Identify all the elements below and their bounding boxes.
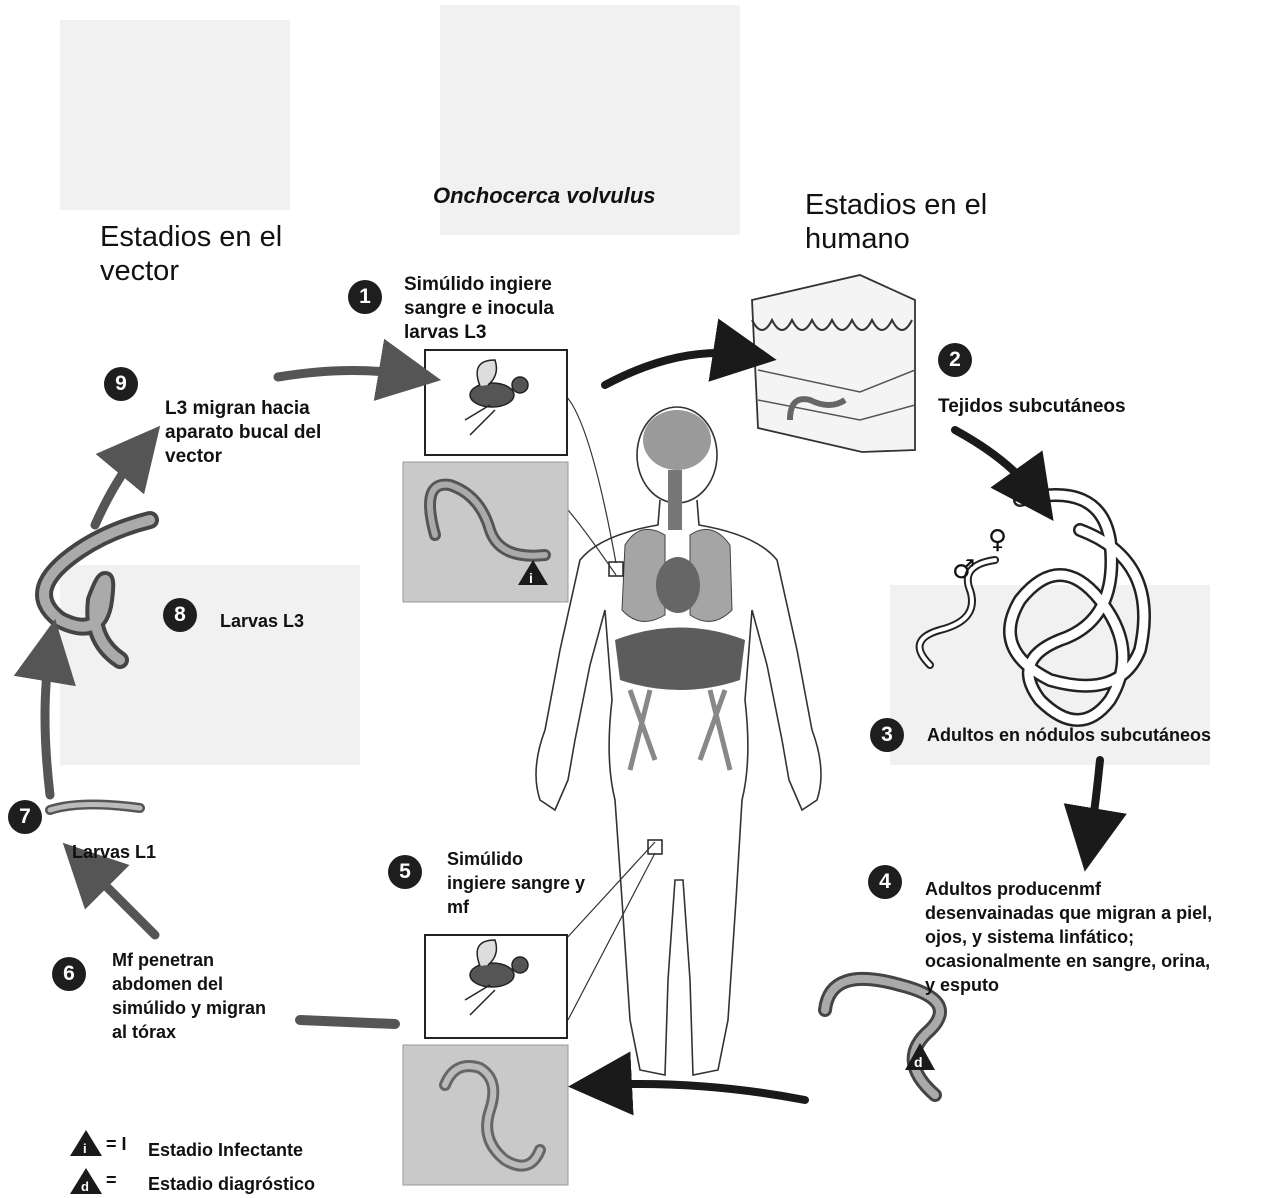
male-symbol: ♂ [952, 555, 975, 585]
stage-3-number: 3 [870, 718, 904, 752]
microfilaria-vector [300, 1020, 395, 1024]
legend-suffix-diagnostic: = [106, 1170, 117, 1191]
stage-7-label: Larvas L1 [72, 840, 156, 864]
legend-suffix-infective: = I [106, 1134, 127, 1155]
diagram-title: Onchocerca volvulus [433, 183, 656, 209]
stage-8-number: 8 [163, 598, 197, 632]
female-symbol: ♀ [988, 525, 1007, 555]
stage-2-label: Tejidos subcutáneos [938, 395, 1198, 419]
stage-5-number: 5 [388, 855, 422, 889]
stage-4-number: 4 [868, 865, 902, 899]
stage-4-label: Adultos producenmf desenvainadas que mig… [925, 877, 1215, 997]
legend-label-diagnostic: Estadio diagróstico [148, 1174, 315, 1195]
adult-worms [920, 495, 1144, 720]
human-heading: Estadios en el humano [805, 188, 1035, 256]
stage-8-label: Larvas L3 [220, 609, 304, 633]
stage-5-label: Simúlido ingiere sangre y mf [447, 847, 587, 919]
vector-heading: Estadios en el vector [100, 220, 340, 288]
svg-text:d: d [81, 1179, 89, 1194]
stage-1-number: 1 [348, 280, 382, 314]
svg-text:i: i [529, 570, 533, 586]
legend: i d = I Estadio Infectante = Estadio dia… [68, 1128, 368, 1198]
stage-9-number: 9 [104, 367, 138, 401]
svg-text:d: d [914, 1054, 923, 1070]
skin-block [752, 275, 915, 452]
stage-3-label: Adultos en nódulos subcutáneos [927, 723, 1257, 747]
bite-site-box-upper [609, 562, 623, 576]
stage-9-label: L3 migran hacia aparato bucal del vector [165, 397, 375, 469]
stage-6-number: 6 [52, 957, 86, 991]
stage-1-label: Simúlido ingiere sangre e inocula larvas… [404, 273, 614, 345]
stage-6-label: Mf penetran abdomen del simúlido y migra… [112, 948, 272, 1044]
human-organs [615, 410, 745, 770]
stage-2-number: 2 [938, 343, 972, 377]
stage-7-number: 7 [8, 800, 42, 834]
svg-text:i: i [83, 1141, 87, 1156]
legend-label-infective: Estadio Infectante [148, 1140, 303, 1161]
